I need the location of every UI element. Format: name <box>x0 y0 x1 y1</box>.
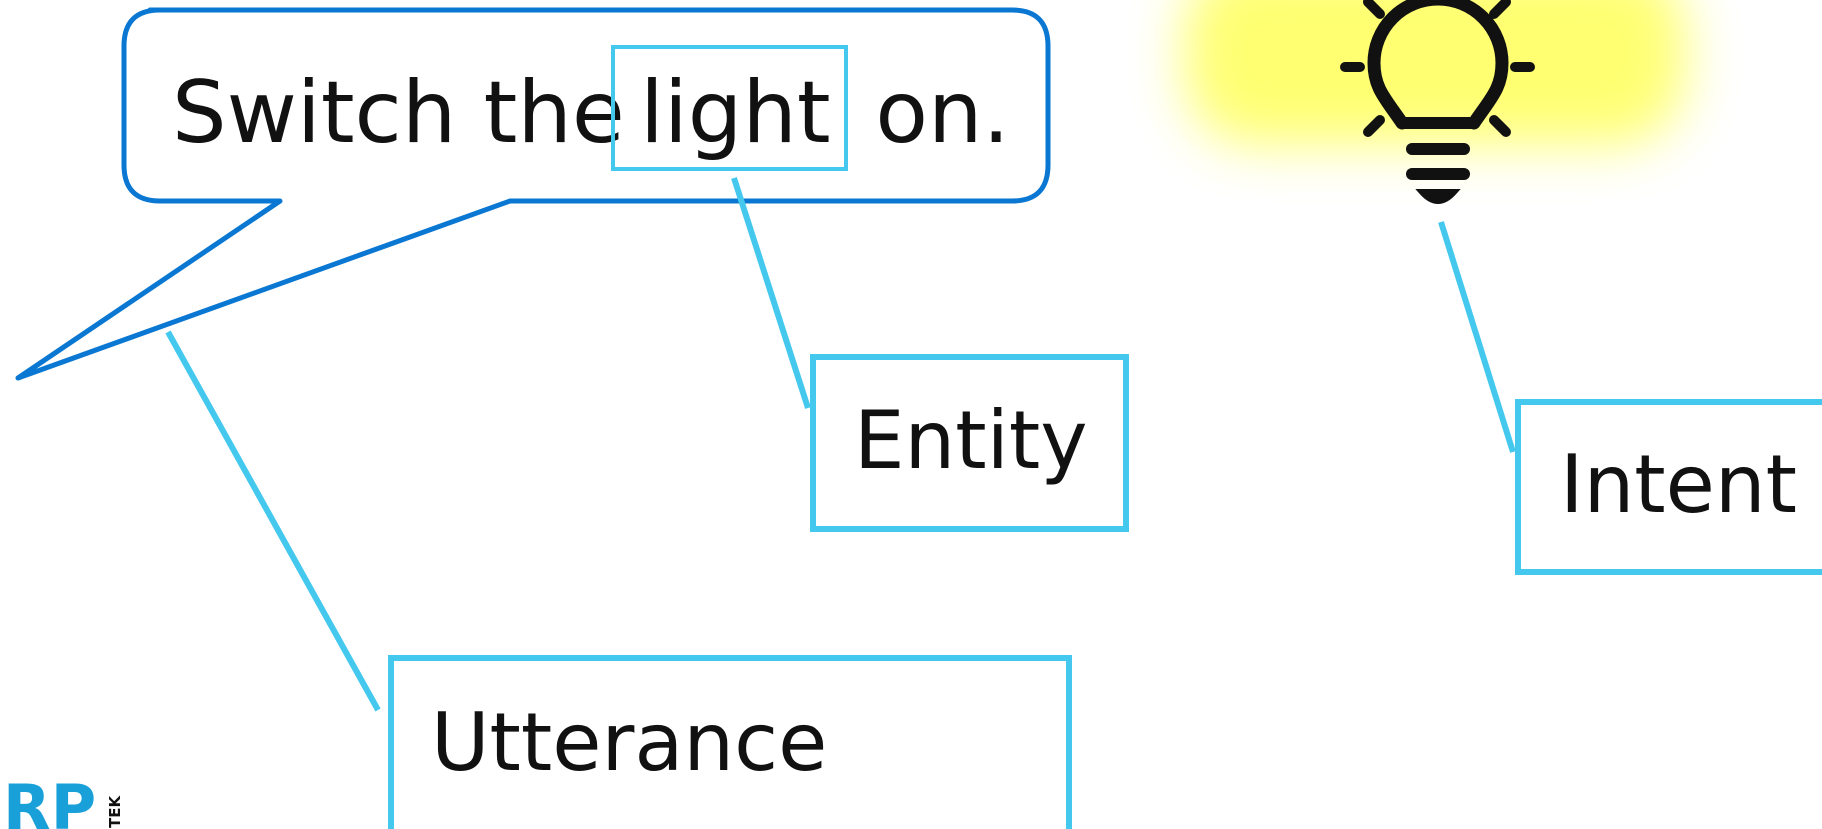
rptek-logo: RP TEK <box>3 771 124 829</box>
utterance-connector <box>165 330 381 712</box>
entity-connector <box>731 177 811 409</box>
intent-box <box>1515 399 1822 575</box>
entity-label: Entity <box>854 394 1088 487</box>
utterance-box <box>388 655 1072 829</box>
lightbulb-icon <box>1340 0 1535 204</box>
entity-word: light <box>640 63 831 163</box>
intent-connector <box>1438 221 1516 453</box>
logo-side-text: TEK <box>106 795 124 828</box>
logo-main-text: RP <box>3 771 96 829</box>
entity-box <box>810 354 1129 532</box>
intent-label: Intent <box>1560 438 1797 531</box>
utterance-text-before: Switch the <box>172 63 652 163</box>
utterance-text-after: on. <box>848 63 1010 163</box>
bulb-glow <box>1185 0 1685 145</box>
speech-bubble <box>15 7 1051 381</box>
utterance-label: Utterance <box>431 696 827 789</box>
entity-highlight-box <box>611 45 848 171</box>
